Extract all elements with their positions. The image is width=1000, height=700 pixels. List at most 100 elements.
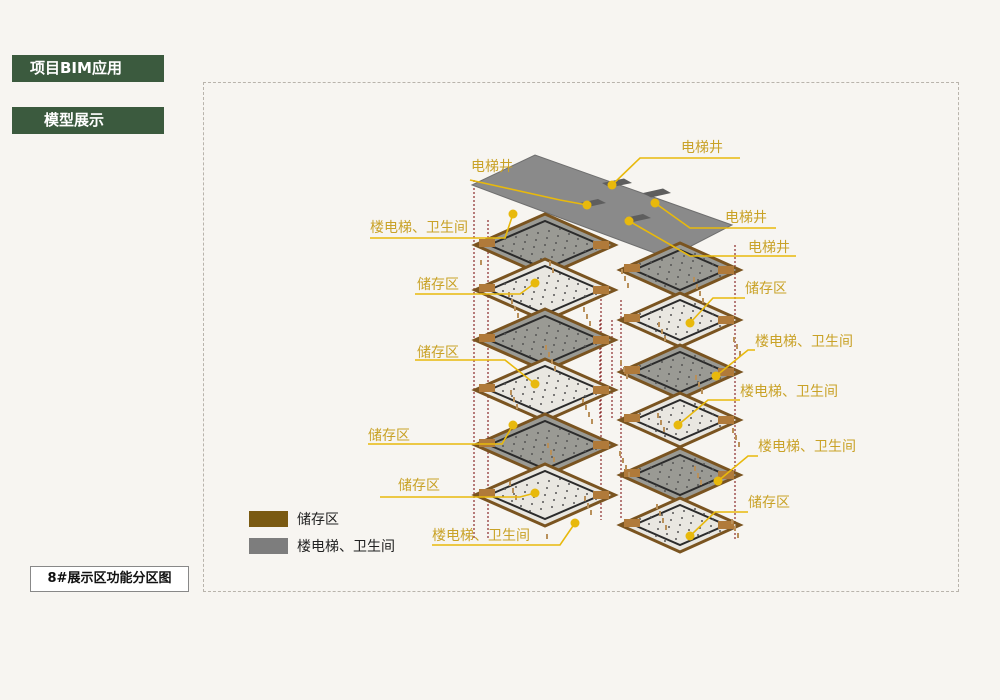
column-stub <box>663 427 665 432</box>
legend: 储存区 楼电梯、卫生间 <box>249 511 395 555</box>
column-stub <box>511 299 513 304</box>
callout-leader <box>432 522 576 546</box>
callout-dot <box>530 379 540 389</box>
callout: 楼电梯、卫生间 <box>432 518 580 546</box>
callout: 储存区 <box>685 495 790 541</box>
column-stub <box>735 435 737 440</box>
callout-leader <box>689 297 745 324</box>
callout-dot <box>713 476 723 486</box>
column-stub <box>695 375 697 380</box>
callout-label: 电梯井 <box>471 159 513 175</box>
legend-swatch-core <box>249 538 288 554</box>
column-stub <box>584 496 586 501</box>
callout-leader <box>415 359 536 385</box>
column-stub <box>619 451 621 456</box>
callout: 电梯井 <box>650 198 776 229</box>
column-stub <box>625 465 627 470</box>
column-stub <box>546 534 548 539</box>
floor-slab <box>471 307 619 373</box>
callout-label: 楼电梯、卫生间 <box>758 439 856 455</box>
callout-leader <box>611 157 740 186</box>
callout: 储存区 <box>685 281 787 328</box>
column-stub <box>626 374 628 379</box>
column-stub <box>739 351 741 356</box>
column-stub <box>550 450 552 455</box>
column-stub <box>583 307 585 312</box>
legend-swatch-storage <box>249 511 288 527</box>
floor-slab <box>616 496 744 554</box>
floor-slab <box>471 257 619 323</box>
column-stub <box>664 336 666 341</box>
callout-leader <box>654 202 776 229</box>
column-stub <box>693 277 695 282</box>
callout: 储存区 <box>415 345 540 389</box>
column-stub <box>659 511 661 516</box>
callout-dot <box>673 420 683 430</box>
column-stub <box>658 322 660 327</box>
floor-slab <box>471 462 619 528</box>
callout: 电梯井 <box>469 159 592 210</box>
column-stub <box>591 419 593 424</box>
column-stub <box>737 533 739 538</box>
column-stub <box>700 480 702 485</box>
callout-label: 楼电梯、卫生间 <box>755 334 853 350</box>
section-tag-bim: 项目BIM应用 <box>12 55 164 82</box>
column-stub <box>698 382 700 387</box>
column-stub <box>514 306 516 311</box>
floor-slab <box>616 291 744 349</box>
roof-slab <box>470 154 734 259</box>
column-stub <box>547 443 549 448</box>
column-stub <box>738 442 740 447</box>
column-stub <box>622 458 624 463</box>
callout-leader <box>715 349 755 377</box>
callout-leader <box>717 455 758 482</box>
column-stub <box>586 314 588 319</box>
column-stub <box>621 269 623 274</box>
column-stub <box>516 404 518 409</box>
callout: 楼电梯、卫生间 <box>673 384 838 430</box>
callout-label: 储存区 <box>398 478 440 494</box>
column-stub <box>512 488 514 493</box>
callout: 储存区 <box>415 277 540 295</box>
legend-label-core: 楼电梯、卫生间 <box>297 539 395 555</box>
column-stub <box>623 367 625 372</box>
column-stub <box>590 510 592 515</box>
callout-dot <box>650 198 660 208</box>
callout-dot <box>582 200 592 210</box>
callout-leader <box>380 492 536 498</box>
column-stub <box>582 398 584 403</box>
floor-slab <box>471 212 619 278</box>
callout-label: 储存区 <box>417 277 459 293</box>
column-stub <box>731 519 733 524</box>
column-stub <box>694 466 696 471</box>
elevator-shaft-block <box>643 188 671 198</box>
callout-leader <box>368 424 514 445</box>
callout-leader <box>415 282 536 295</box>
column-stub <box>585 405 587 410</box>
callout-dot <box>624 216 634 226</box>
legend-label-storage: 储存区 <box>297 512 339 528</box>
column-stub <box>732 428 734 433</box>
callout-dot <box>508 420 518 430</box>
column-stub <box>696 284 698 289</box>
callout: 储存区 <box>368 420 518 445</box>
floor-slab <box>471 357 619 423</box>
callout-dot <box>685 531 695 541</box>
column-stub <box>699 291 701 296</box>
callout-label: 楼电梯、卫生间 <box>370 220 468 236</box>
column-stub <box>657 413 659 418</box>
callout-label: 楼电梯、卫生间 <box>740 384 838 400</box>
callout-label: 储存区 <box>368 428 410 444</box>
column-stub <box>517 313 519 318</box>
column-stub <box>660 420 662 425</box>
column-stub <box>549 261 551 266</box>
column-stub <box>733 337 735 342</box>
callout: 储存区 <box>380 478 540 498</box>
column-stub <box>734 526 736 531</box>
callout-label: 电梯井 <box>748 240 790 256</box>
section-tag-model: 模型展示 <box>12 107 164 134</box>
callout-layer: 电梯井电梯井电梯井电梯井楼电梯、卫生间储存区储存区楼电梯、卫生间储存区楼电梯、卫… <box>368 140 856 546</box>
column-stub <box>627 283 629 288</box>
callout-dot <box>607 180 617 190</box>
callout-label: 电梯井 <box>725 210 767 226</box>
